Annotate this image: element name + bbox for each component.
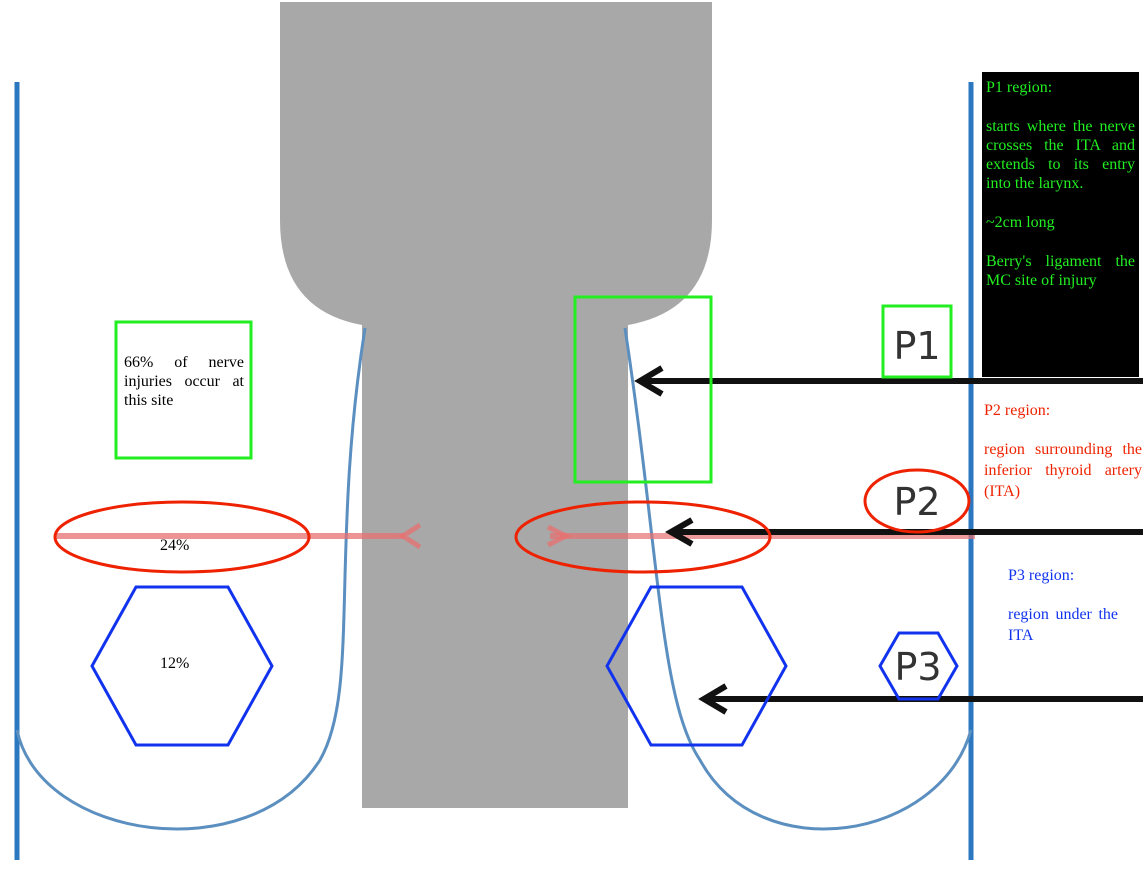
p3-region-title: P3 region: xyxy=(1008,567,1075,584)
right-ita-arrowhead xyxy=(546,524,572,548)
p3-right-hexagon xyxy=(605,585,788,747)
p3-label-hexagon xyxy=(878,631,959,701)
p2-description-panel: P2 region: region surrounding the inferi… xyxy=(984,400,1142,520)
trachea-shape xyxy=(280,2,712,808)
p1-right-box xyxy=(573,295,713,484)
left-ita-arrowhead xyxy=(398,522,422,550)
p1-left-box xyxy=(114,320,253,460)
p1-injury-stat: 66% of nerve injuries occur at this site xyxy=(124,354,244,409)
p1-region-description: starts where the nerve crosses the ITA a… xyxy=(986,118,1135,192)
left-nerve-line xyxy=(15,327,367,831)
p1-region-length: ~2cm long xyxy=(986,214,1055,231)
p2-region-title: P2 region: xyxy=(984,402,1051,419)
p1-label-box xyxy=(881,304,953,379)
p3-label: P3 xyxy=(894,645,941,689)
p1-arrowhead xyxy=(634,365,664,397)
p3-arrowhead xyxy=(698,683,728,715)
p2-injury-stat: 24% xyxy=(160,537,190,554)
p2-label-ellipse xyxy=(863,468,971,534)
p2-right-ellipse xyxy=(514,500,772,574)
p3-injury-stat: 12% xyxy=(160,655,190,672)
p1-region-title: P1 region: xyxy=(986,79,1053,96)
right-nerve-line xyxy=(623,327,973,831)
p1-region-note: Berry's ligament the MC site of injury xyxy=(986,253,1135,289)
p2-label: P2 xyxy=(893,480,940,524)
p2-region-description: region surrounding the inferior thyroid … xyxy=(984,441,1142,500)
p2-left-ellipse xyxy=(53,500,311,574)
p3-left-hexagon xyxy=(90,585,274,747)
p1-description-panel: P1 region: starts where the nerve crosse… xyxy=(982,72,1139,377)
p3-region-description: region under the ITA xyxy=(1008,606,1118,644)
p2-arrowhead xyxy=(664,517,694,547)
p3-description-panel: P3 region: region under the ITA xyxy=(1008,565,1118,664)
p1-label: P1 xyxy=(893,324,940,368)
